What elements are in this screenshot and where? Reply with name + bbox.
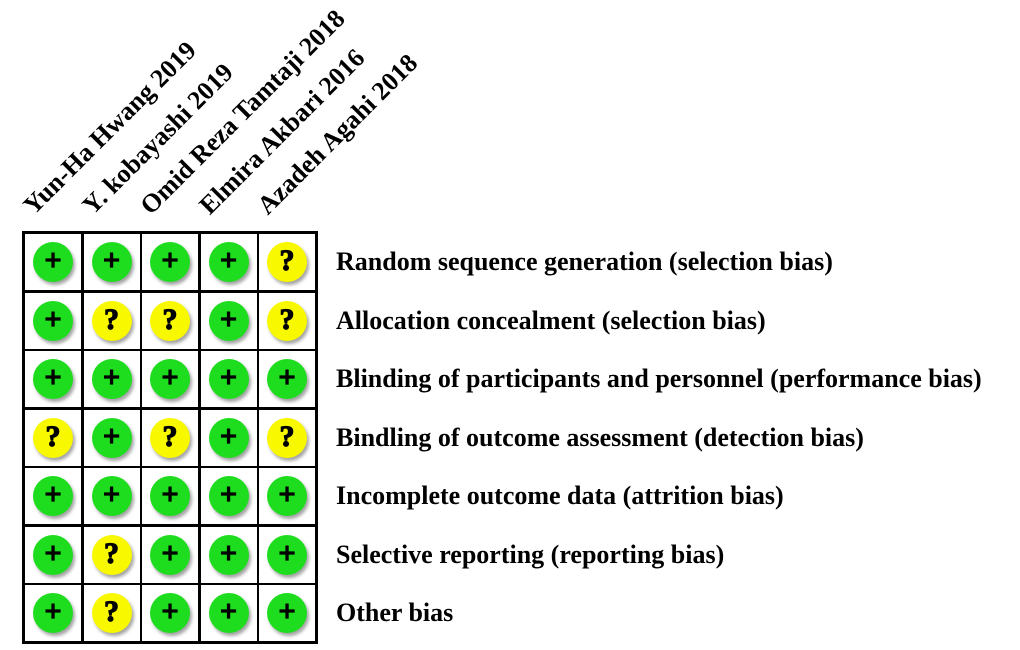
plus-circle-icon: + (91, 476, 132, 516)
plus-circle-icon: + (208, 417, 249, 458)
rob-cell: ? (259, 409, 315, 466)
question-circle-icon: ? (91, 300, 132, 341)
plus-circle-icon: + (91, 417, 132, 458)
rob-grid: + + + +? +?? +? + + + + +? +? +? + + + + + +? + + + +? + + + (22, 231, 318, 644)
plus-circle-icon: + (208, 300, 249, 341)
rob-cell: + (83, 351, 140, 407)
rob-cell: ? (259, 234, 315, 290)
plus-circle-icon: + (91, 359, 132, 399)
plus-circle-icon: + (33, 593, 73, 633)
rob-cell: + (83, 234, 140, 290)
question-circle-icon: ? (267, 300, 307, 341)
rob-cell: + (83, 409, 140, 466)
rob-cell: + (259, 351, 315, 407)
question-circle-icon: ? (267, 242, 307, 282)
rob-cell: + (200, 351, 257, 407)
rob-cell: + (142, 351, 198, 407)
plus-circle-icon: + (267, 534, 307, 575)
rob-cell: + (25, 292, 81, 349)
question-circle-icon: ? (150, 417, 190, 458)
rob-cell: + (25, 526, 81, 583)
plus-circle-icon: + (208, 534, 249, 575)
plus-circle-icon: + (150, 593, 190, 633)
rob-cell: + (142, 234, 198, 290)
rob-cell: ? (83, 585, 140, 641)
question-circle-icon: ? (150, 300, 190, 341)
plus-circle-icon: + (33, 242, 73, 282)
rob-cell: + (200, 292, 257, 349)
rob-cell: + (25, 585, 81, 641)
plus-circle-icon: + (33, 476, 73, 516)
rob-cell: ? (142, 292, 198, 349)
plus-circle-icon: + (150, 476, 190, 516)
plus-circle-icon: + (208, 242, 249, 282)
plus-circle-icon: + (150, 359, 190, 399)
rob-cell: ? (25, 409, 81, 466)
rob-cell: + (142, 468, 198, 524)
rob-cell: + (200, 526, 257, 583)
rob-cell: ? (142, 409, 198, 466)
plus-circle-icon: + (267, 359, 307, 399)
plus-circle-icon: + (33, 359, 73, 399)
question-circle-icon: ? (91, 593, 132, 633)
plus-circle-icon: + (208, 476, 249, 516)
rob-cell: ? (83, 526, 140, 583)
rob-cell: + (25, 351, 81, 407)
plus-circle-icon: + (33, 534, 73, 575)
rob-cell: + (25, 468, 81, 524)
plus-circle-icon: + (208, 359, 249, 399)
rob-cell: + (259, 526, 315, 583)
rob-cell: + (83, 468, 140, 524)
rob-cell: + (142, 526, 198, 583)
rob-cell: + (200, 585, 257, 641)
rob-cell: + (200, 234, 257, 290)
plus-circle-icon: + (91, 242, 132, 282)
plus-circle-icon: + (150, 534, 190, 575)
rob-cell: ? (259, 292, 315, 349)
question-circle-icon: ? (33, 417, 73, 458)
rob-cell: + (25, 234, 81, 290)
rob-cell: + (200, 409, 257, 466)
plus-circle-icon: + (208, 593, 249, 633)
plus-circle-icon: + (267, 476, 307, 516)
rob-cell: + (142, 585, 198, 641)
rob-cell: + (259, 468, 315, 524)
rob-cell: + (200, 468, 257, 524)
rob-cell: ? (83, 292, 140, 349)
question-circle-icon: ? (267, 417, 307, 458)
question-circle-icon: ? (91, 534, 132, 575)
plus-circle-icon: + (33, 300, 73, 341)
rob-cell: + (259, 585, 315, 641)
plus-circle-icon: + (150, 242, 190, 282)
plus-circle-icon: + (267, 593, 307, 633)
